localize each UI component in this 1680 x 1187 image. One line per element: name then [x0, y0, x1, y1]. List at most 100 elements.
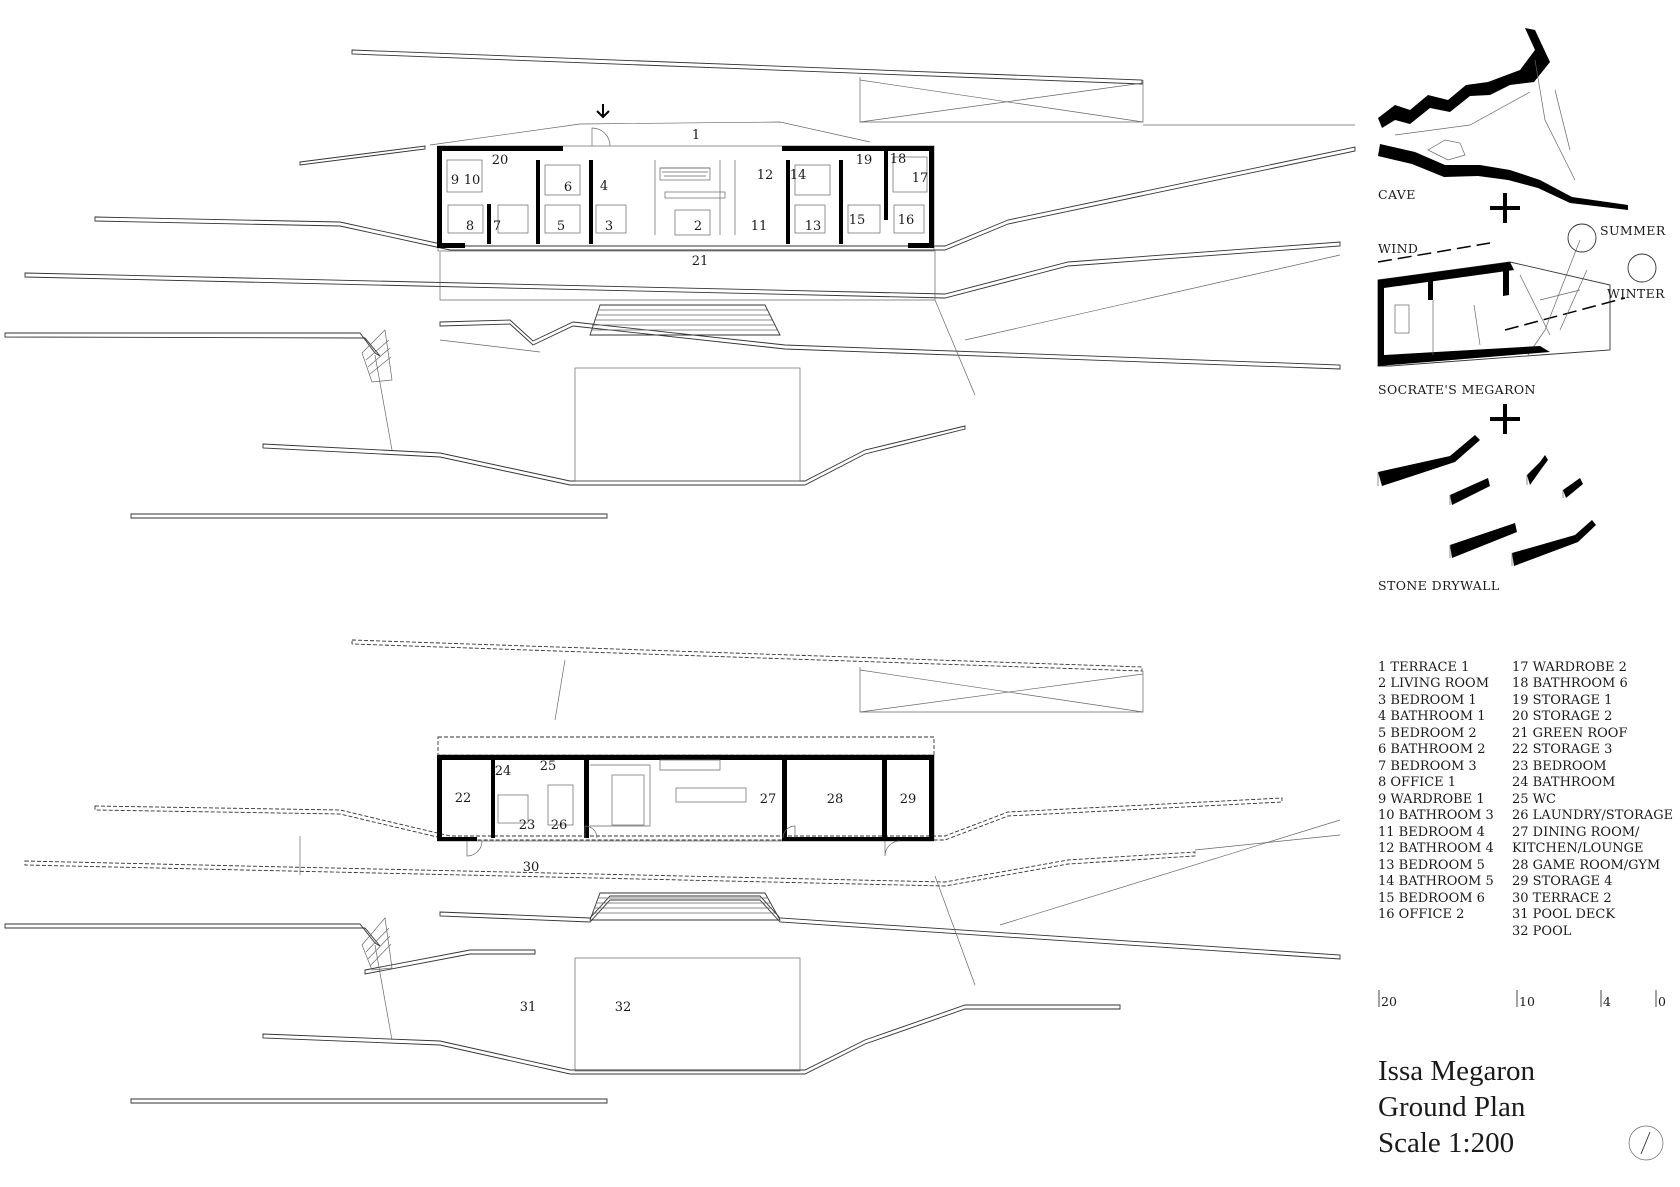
plus-icon [1490, 404, 1520, 434]
legend-item: 6 BATHROOM 2 [1378, 742, 1485, 757]
concept-diagram: CAVE WIND SUMMER WINTER SOCRATE'S MEGARO… [1377, 28, 1666, 593]
room-14-label: 14 [790, 168, 807, 183]
legend-item: 19 STORAGE 1 [1512, 693, 1612, 708]
lower-landscape-walls [4, 639, 1341, 1104]
room-2-label: 2 [694, 219, 702, 234]
megaron-label: SOCRATE'S MEGARON [1378, 382, 1536, 397]
legend-item: 24 BATHROOM [1512, 775, 1615, 790]
megaron-drawing [1377, 223, 1657, 367]
scale-bar: 20 10 4 0 [1378, 990, 1666, 1009]
room-32-label: 32 [615, 1000, 632, 1015]
room-27-label: 27 [760, 792, 777, 807]
legend-item: 8 OFFICE 1 [1378, 775, 1456, 790]
room-23-label: 23 [519, 818, 536, 833]
room-8-label: 8 [466, 219, 474, 234]
room-13-label: 13 [805, 219, 822, 234]
upper-landscape-walls [4, 49, 1356, 519]
stone-drywall-drawing [1377, 435, 1596, 566]
title-line-2: Ground Plan [1378, 1091, 1526, 1123]
wind-label: WIND [1378, 241, 1418, 256]
title-line-3: Scale 1:200 [1378, 1127, 1514, 1159]
room-19-label: 19 [856, 153, 873, 168]
legend-item: 11 BEDROOM 4 [1378, 825, 1485, 840]
legend-item: 2 LIVING ROOM [1378, 676, 1489, 691]
cave-label: CAVE [1378, 187, 1416, 202]
summer-label: SUMMER [1600, 223, 1666, 238]
legend-item: 16 OFFICE 2 [1378, 907, 1464, 922]
upper-room-labels: 1 2 3 4 5 6 7 8 9 10 11 12 13 14 15 16 1… [451, 128, 928, 269]
legend-item: 29 STORAGE 4 [1512, 874, 1612, 889]
legend-item: 14 BATHROOM 5 [1378, 874, 1494, 889]
room-7-label: 7 [493, 219, 501, 234]
room-22-label: 22 [455, 791, 472, 806]
scale-tick-label: 20 [1381, 994, 1397, 1009]
legend-item: 17 WARDROBE 2 [1512, 660, 1627, 675]
room-1-label: 1 [692, 128, 700, 143]
legend-item: 1 TERRACE 1 [1378, 660, 1469, 675]
legend-item: 21 GREEN ROOF [1512, 726, 1627, 741]
upper-building [437, 104, 935, 252]
room-30-label: 30 [523, 860, 540, 875]
room-11-label: 11 [751, 219, 768, 234]
room-21-label: 21 [692, 254, 709, 269]
room-3-label: 3 [605, 219, 613, 234]
room-18-label: 18 [890, 152, 907, 167]
legend-item: 31 POOL DECK [1512, 907, 1615, 922]
room-26-label: 26 [551, 818, 568, 833]
room-31-label: 31 [520, 1000, 537, 1015]
winter-sun-icon [1627, 253, 1657, 283]
title-block: Issa Megaron Ground Plan Scale 1:200 [1378, 1055, 1536, 1159]
legend-item: 27 DINING ROOM/ [1512, 825, 1640, 840]
scale-tick-label: 4 [1603, 994, 1611, 1009]
legend-item: 15 BEDROOM 6 [1378, 891, 1485, 906]
room-17-label: 17 [912, 171, 929, 186]
scale-tick-label: 10 [1519, 994, 1535, 1009]
room-28-label: 28 [827, 792, 844, 807]
legend-item: 22 STORAGE 3 [1512, 742, 1612, 757]
legend-item: 3 BEDROOM 1 [1378, 693, 1477, 708]
room-20-label: 20 [492, 153, 509, 168]
legend-item: 32 POOL [1512, 924, 1572, 939]
north-arrow-icon [1628, 1125, 1664, 1161]
legend-item: 7 BEDROOM 3 [1378, 759, 1477, 774]
room-5-label: 5 [557, 219, 565, 234]
legend-item: 20 STORAGE 2 [1512, 709, 1612, 724]
room-9-label: 9 [451, 173, 459, 188]
winter-label: WINTER [1607, 286, 1665, 301]
room-29-label: 29 [900, 792, 917, 807]
legend-item: 28 GAME ROOM/GYM [1512, 858, 1660, 873]
legend-item: 9 WARDROBE 1 [1378, 792, 1485, 807]
legend-item: KITCHEN/LOUNGE [1512, 841, 1644, 856]
lower-building [437, 736, 935, 857]
upper-plan: 1 2 3 4 5 6 7 8 9 10 11 12 13 14 15 16 1… [4, 49, 1356, 519]
legend-item: 25 WC [1512, 792, 1556, 807]
room-16-label: 16 [898, 213, 915, 228]
room-24-label: 24 [495, 764, 512, 779]
legend-col1: 1 TERRACE 1 2 LIVING ROOM 3 BEDROOM 1 4 … [1378, 660, 1494, 922]
drywall-label: STONE DRYWALL [1378, 578, 1500, 593]
scale-tick-label: 0 [1658, 994, 1666, 1009]
legend-item: 5 BEDROOM 2 [1378, 726, 1477, 741]
room-10-label: 10 [464, 173, 481, 188]
legend-item: 26 LAUNDRY/STORAGE [1512, 808, 1673, 823]
legend-item: 13 BEDROOM 5 [1378, 858, 1485, 873]
room-12-label: 12 [757, 168, 774, 183]
legend-item: 12 BATHROOM 4 [1378, 841, 1494, 856]
legend-item: 4 BATHROOM 1 [1378, 709, 1485, 724]
legend-col2: 17 WARDROBE 2 18 BATHROOM 6 19 STORAGE 1… [1512, 660, 1673, 939]
room-4-label: 4 [600, 179, 608, 194]
summer-sun-icon [1567, 223, 1597, 253]
lower-room-labels: 22 23 24 25 26 27 28 29 30 31 32 [455, 759, 917, 1015]
legend-item: 18 BATHROOM 6 [1512, 676, 1628, 691]
plus-icon [1490, 193, 1520, 223]
legend: 1 TERRACE 1 2 LIVING ROOM 3 BEDROOM 1 4 … [1378, 660, 1673, 939]
room-15-label: 15 [849, 213, 866, 228]
room-6-label: 6 [564, 180, 572, 195]
legend-item: 10 BATHROOM 3 [1378, 808, 1494, 823]
lower-plan: 22 23 24 25 26 27 28 29 30 31 32 [4, 639, 1341, 1104]
legend-item: 23 BEDROOM [1512, 759, 1607, 774]
title-line-1: Issa Megaron [1378, 1055, 1536, 1087]
room-25-label: 25 [540, 759, 557, 774]
legend-item: 30 TERRACE 2 [1512, 891, 1612, 906]
